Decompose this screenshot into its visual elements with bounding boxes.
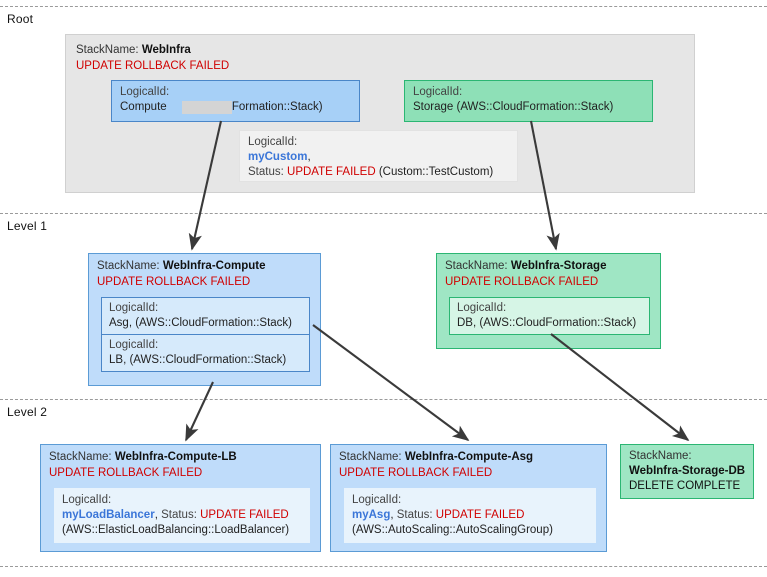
root-stack-name-prefix: StackName: — [76, 44, 139, 56]
level1-compute-resource-asg-value: Asg, (AWS::CloudFormation::Stack) — [109, 317, 292, 329]
redaction-block-icon — [182, 101, 232, 114]
root-resource-storage-logicalid-label: LogicalId: — [413, 86, 463, 98]
level2-lb-resource[interactable]: LogicalId: myLoadBalancer, Status: UPDAT… — [54, 488, 310, 543]
level2-lb-resource-name-suffix: , — [154, 509, 158, 521]
level2-db-stack-name-prefix-line: StackName: — [629, 450, 692, 462]
level2-stack-webinfra-compute-asg[interactable]: StackName: WebInfra-Compute-Asg UPDATE R… — [330, 444, 607, 552]
root-resource-mycustom-type: (Custom::TestCustom) — [378, 166, 494, 178]
level2-asg-resource-name: myAsg — [352, 509, 391, 521]
level-label-level-1: Level 1 — [7, 219, 48, 233]
level1-storage-stack-status: UPDATE ROLLBACK FAILED — [445, 276, 599, 288]
root-stack-status: UPDATE ROLLBACK FAILED — [76, 60, 230, 72]
level-label-root: Root — [7, 12, 34, 26]
level1-compute-stack-name: StackName: WebInfra-Compute — [97, 260, 266, 272]
level1-compute-resource-asg-logicalid-label: LogicalId: — [109, 302, 159, 314]
level2-lb-stack-name-prefix: StackName: — [49, 451, 112, 463]
divider-bottom — [0, 566, 767, 567]
root-resource-compute-value: Compute CloudFormation::Stack) — [120, 100, 359, 115]
level2-asg-stack-name-value: WebInfra-Compute-Asg — [404, 451, 534, 463]
root-resource-compute-logicalid-label: LogicalId: — [120, 86, 170, 98]
root-stack-name-value: WebInfra — [141, 44, 191, 56]
level2-asg-stack-name: StackName: WebInfra-Compute-Asg — [339, 451, 533, 463]
level1-storage-resource-db-value: DB, (AWS::CloudFormation::Stack) — [457, 317, 637, 329]
root-resource-mycustom-name-line: myCustom, — [248, 150, 517, 165]
level1-compute-stack-name-prefix: StackName: — [97, 260, 160, 272]
level-label-level-2: Level 2 — [7, 405, 48, 419]
level2-lb-resource-status-prefix: Status: — [161, 509, 197, 521]
root-resource-compute-type-tail: CloudFormation::Stack) — [201, 101, 323, 113]
level2-lb-resource-status-line: myLoadBalancer, Status: UPDATE FAILED — [62, 508, 309, 523]
level2-stack-webinfra-compute-lb[interactable]: StackName: WebInfra-Compute-LB UPDATE RO… — [40, 444, 321, 552]
root-resource-mycustom-status-line: Status: UPDATE FAILED (Custom::TestCusto… — [248, 165, 517, 180]
arrow-lb-to-webinfra-compute-lb — [185, 381, 214, 442]
arrow-db-to-webinfra-storage-db — [550, 333, 690, 442]
root-resource-mycustom-status: UPDATE FAILED — [287, 166, 376, 178]
level2-db-stack-name-value-line: WebInfra-Storage-DB — [629, 465, 745, 477]
root-resource-storage-value: Storage (AWS::CloudFormation::Stack) — [413, 100, 652, 115]
level1-compute-resource-lb-value: LB, (AWS::CloudFormation::Stack) — [109, 354, 287, 366]
level2-asg-resource[interactable]: LogicalId: myAsg, Status: UPDATE FAILED … — [344, 488, 596, 543]
root-resource-compute[interactable]: LogicalId: Compute CloudFormation::Stack… — [111, 80, 360, 122]
level2-asg-stack-name-prefix: StackName: — [339, 451, 402, 463]
level2-db-stack-status: DELETE COMPLETE — [629, 480, 741, 492]
root-resource-storage-type: (AWS::CloudFormation::Stack) — [456, 101, 614, 113]
level1-compute-stack-name-value: WebInfra-Compute — [162, 260, 266, 272]
level1-storage-stack-name-prefix: StackName: — [445, 260, 508, 272]
root-resource-mycustom-name: myCustom — [248, 151, 308, 163]
level1-storage-resource-db-logicalid-label: LogicalId: — [457, 302, 507, 314]
level2-asg-stack-status: UPDATE ROLLBACK FAILED — [339, 467, 493, 479]
level2-asg-resource-status-prefix: Status: — [396, 509, 433, 521]
level2-asg-resource-logicalid-label: LogicalId: — [352, 494, 402, 506]
level2-lb-stack-name-value: WebInfra-Compute-LB — [114, 451, 237, 463]
divider-top — [0, 6, 767, 7]
level2-lb-resource-logicalid-label: LogicalId: — [62, 494, 112, 506]
divider-level-2 — [0, 399, 767, 400]
root-resource-storage[interactable]: LogicalId: Storage (AWS::CloudFormation:… — [404, 80, 653, 122]
level1-compute-resource-lb[interactable]: LogicalId: LB, (AWS::CloudFormation::Sta… — [101, 334, 310, 372]
level1-storage-stack-name-value: WebInfra-Storage — [510, 260, 607, 272]
root-resource-mycustom-name-suffix: , — [307, 151, 311, 163]
root-stack-container[interactable]: StackName: WebInfra UPDATE ROLLBACK FAIL… — [65, 34, 695, 193]
root-resource-compute-name: Compute — [120, 101, 167, 113]
level1-storage-resource-db[interactable]: LogicalId: DB, (AWS::CloudFormation::Sta… — [449, 297, 650, 335]
divider-level-1 — [0, 213, 767, 214]
level1-compute-resource-asg[interactable]: LogicalId: Asg, (AWS::CloudFormation::St… — [101, 297, 310, 335]
root-stack-name: StackName: WebInfra — [76, 44, 191, 56]
root-resource-storage-name: Storage — [413, 101, 454, 113]
level2-lb-resource-status: UPDATE FAILED — [200, 509, 289, 521]
root-resource-mycustom-logicalid-label: LogicalId: — [248, 136, 298, 148]
level2-db-stack-name-value: WebInfra-Storage-DB — [629, 465, 746, 477]
level2-lb-stack-status: UPDATE ROLLBACK FAILED — [49, 467, 203, 479]
level2-lb-resource-name: myLoadBalancer — [62, 509, 155, 521]
level2-asg-resource-status-line: myAsg, Status: UPDATE FAILED — [352, 508, 595, 523]
level2-db-stack-name-prefix: StackName: — [629, 450, 692, 462]
level2-asg-resource-type: (AWS::AutoScaling::AutoScalingGroup) — [352, 524, 553, 536]
level1-storage-stack-name: StackName: WebInfra-Storage — [445, 260, 606, 272]
level2-asg-resource-status: UPDATE FAILED — [435, 509, 525, 521]
level2-lb-resource-type: (AWS::ElasticLoadBalancing::LoadBalancer… — [62, 524, 290, 536]
root-resource-mycustom-status-prefix: Status: — [248, 166, 284, 178]
root-resource-mycustom[interactable]: LogicalId: myCustom, Status: UPDATE FAIL… — [239, 130, 518, 182]
level1-compute-stack-status: UPDATE ROLLBACK FAILED — [97, 276, 251, 288]
level1-stack-webinfra-storage[interactable]: StackName: WebInfra-Storage UPDATE ROLLB… — [436, 253, 661, 349]
level2-lb-stack-name: StackName: WebInfra-Compute-LB — [49, 451, 237, 463]
level1-stack-webinfra-compute[interactable]: StackName: WebInfra-Compute UPDATE ROLLB… — [88, 253, 321, 386]
level1-compute-resource-lb-logicalid-label: LogicalId: — [109, 339, 159, 351]
level2-asg-resource-name-suffix: , — [390, 509, 394, 521]
level2-stack-webinfra-storage-db[interactable]: StackName: WebInfra-Storage-DB DELETE CO… — [620, 444, 754, 499]
